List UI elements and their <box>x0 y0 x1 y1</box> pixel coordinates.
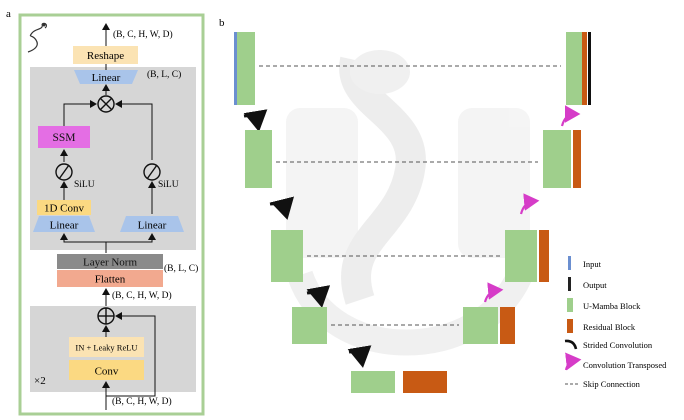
input-bar <box>234 32 237 105</box>
conv-label: Conv <box>95 366 119 378</box>
decoder-block-2 <box>505 230 537 282</box>
dims-top: (B, C, H, W, D) <box>113 29 173 40</box>
panel-b-letter: b <box>219 17 225 29</box>
conv1d-box <box>37 200 91 215</box>
ssm-label: SSM <box>52 132 75 144</box>
layernorm-box <box>57 254 163 269</box>
legend-transposed-icon <box>564 352 582 371</box>
encoder-block-3 <box>292 307 327 344</box>
legend-transposed-label: Convolution Transposed <box>583 360 667 370</box>
linear-right-label: Linear <box>138 220 167 232</box>
strided-conv-arrow-4 <box>347 345 372 368</box>
dims-blc-top: (B, L, C) <box>147 69 181 80</box>
silu-right-icon-slash <box>146 164 158 180</box>
ssm-box <box>38 126 90 148</box>
split-left-arrow <box>60 233 107 253</box>
conv1d-label: 1D Conv <box>44 203 85 215</box>
linear-right-box <box>120 216 184 232</box>
silu-right-label: SiLU <box>158 180 179 190</box>
layernorm-label: Layer Norm <box>83 257 138 269</box>
conv-box <box>69 360 144 380</box>
dims-bottom: (B, C, H, W, D) <box>112 396 172 407</box>
legend-residual-swatch <box>567 319 573 333</box>
decoder-block-1 <box>543 130 571 188</box>
bottleneck-residual <box>403 371 447 393</box>
strided-conv-arrow-3 <box>306 285 331 308</box>
transposed-conv-arrow-2 <box>519 193 540 215</box>
silu-left-label: SiLU <box>74 180 95 190</box>
encoder-block-2 <box>271 230 303 282</box>
silu-left-icon-slash <box>58 164 70 180</box>
strided-conv-arrow-1 <box>243 109 268 132</box>
linear-top-label: Linear <box>92 72 121 84</box>
snake-watermark-icon <box>286 50 532 356</box>
encoder-block-1 <box>245 130 272 188</box>
strided-conv-arrow-2 <box>269 196 294 220</box>
legend-skip-label: Skip Connection <box>583 379 641 389</box>
legend-umamba-label: U-Mamba Block <box>583 301 641 311</box>
transposed-conv-arrow-3 <box>483 282 504 303</box>
linear-left-box <box>33 216 95 232</box>
decoder-residual-3 <box>500 307 515 344</box>
legend-output-label: Output <box>583 280 607 290</box>
linear-top-box <box>74 70 138 84</box>
snake-logo-icon <box>27 22 48 53</box>
legend-output-swatch <box>568 277 571 291</box>
flatten-box <box>57 270 163 287</box>
legend: Input Output U-Mamba Block Residual Bloc… <box>564 256 667 389</box>
panel-a-letter: a <box>6 8 11 20</box>
bottleneck-block <box>351 371 395 393</box>
residual-skip-arrow <box>106 312 156 397</box>
flatten-label: Flatten <box>95 274 126 286</box>
legend-residual-label: Residual Block <box>583 322 636 332</box>
legend-strided-label: Strided Convolution <box>583 340 653 350</box>
transposed-conv-arrow-1 <box>560 105 581 127</box>
in-relu-label: IN + Leaky ReLU <box>75 343 137 353</box>
ssm-to-mult-arrow <box>63 100 97 126</box>
legend-umamba-swatch <box>567 298 573 312</box>
decoder-residual-0 <box>582 32 587 105</box>
silu-left-icon <box>55 163 73 181</box>
legend-input-label: Input <box>583 259 602 269</box>
encoder-block-0 <box>237 32 255 105</box>
linear-left-label: Linear <box>50 220 79 232</box>
decoder-block-0 <box>566 32 582 105</box>
multiply-icon <box>97 95 115 113</box>
in-relu-box <box>69 337 144 357</box>
repeat-label: ×2 <box>34 375 46 387</box>
decoder-residual-1 <box>573 130 581 188</box>
legend-input-swatch <box>568 256 571 270</box>
legend-strided-icon <box>564 339 578 350</box>
gate-to-mult-arrow <box>115 100 153 160</box>
dims-blc-mid: (B, L, C) <box>164 263 198 274</box>
reshape-label: Reshape <box>87 50 124 62</box>
reshape-box <box>73 46 138 64</box>
split-right-arrow <box>106 233 156 243</box>
decoder-block-3 <box>463 307 498 344</box>
dims-mid: (B, C, H, W, D) <box>112 290 172 301</box>
silu-right-icon <box>143 163 161 181</box>
decoder-residual-2 <box>539 230 549 282</box>
multiply-icon-stroke-b <box>100 98 112 110</box>
output-bar <box>588 32 591 105</box>
